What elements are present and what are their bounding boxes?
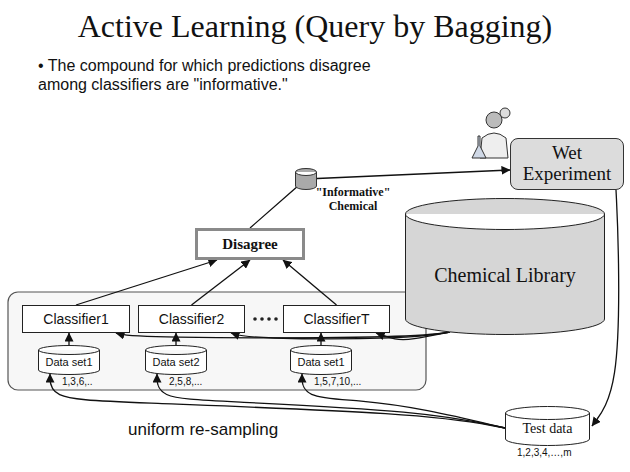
index-list: 1,3,6,.. [62,376,93,387]
dot [267,317,271,321]
cylinder-outline [39,346,100,375]
ensemble-container [8,292,426,390]
dot [274,317,278,321]
flow-arrow [231,332,450,339]
node-label: Data set2 [145,356,207,369]
library-cylinder: Chemical Library [405,198,605,335]
slide-title: Active Learning (Query by Bagging) [0,8,630,45]
node-label: ClassifierT [303,311,369,327]
cylinder-outline [291,346,352,375]
node-label: Classifier2 [159,311,224,327]
dot [253,317,257,321]
flow-arrow [283,260,337,305]
node-label: Classifier1 [43,311,108,327]
dataset-cylinder: Data set11,5,7,10,... [290,345,352,389]
flow-arrow [302,374,505,428]
node-label: Data set1 [290,356,352,369]
index-list: 1,2,3,4,…,m [517,447,571,458]
chemical-node: "Informative" Chemical [295,166,400,220]
node-label: Test data [505,421,590,438]
index-list: 2,5,8,... [169,376,202,387]
node-label: Data set1 [38,356,100,369]
icon-flask [472,136,486,158]
node-label: Wet Experiment [515,143,619,185]
flow-arrow [76,260,217,305]
dot [260,317,264,321]
flow-arrow [376,332,450,340]
cylinder-outline [146,346,207,375]
classifier-box: Classifier1 [22,305,130,333]
flow-arrow [157,374,505,428]
flow-arrow [175,333,176,345]
cylinder-outline [296,169,317,190]
node-label: Chemical Library [405,263,605,287]
flow-arrow [320,333,321,345]
decision-box: Disagree [195,228,305,260]
dataset-cylinder: Data set2 2,5,8,... [145,345,207,389]
scientist-icon [472,108,510,158]
flow-arrow [50,374,505,428]
classifier-box: ClassifierT [283,305,390,333]
index-list: 1,5,7,10,... [314,376,361,387]
ellipsis-dots [253,317,278,321]
icon-head [486,112,502,128]
test-data-cylinder: Test data 1,2,3,4,…,m [505,406,590,464]
experiment-box: Wet Experiment [510,138,624,190]
node-label: "Informative" Chemical [307,186,399,214]
bullet-text: • The compound for which predictions dis… [38,56,383,94]
cylinder-outline [506,407,590,446]
classifier-box: Classifier2 [138,305,245,333]
cylinder-shape [295,168,317,190]
dataset-cylinder: Data set1 1,3,6,.. [38,345,100,389]
cylinder-outline [406,199,605,335]
flow-arrow [68,333,69,345]
process-label: uniform re-sampling [128,420,278,440]
flow-arrow [192,260,251,305]
node-label: Disagree [222,236,278,253]
icon-lamp [500,108,510,118]
